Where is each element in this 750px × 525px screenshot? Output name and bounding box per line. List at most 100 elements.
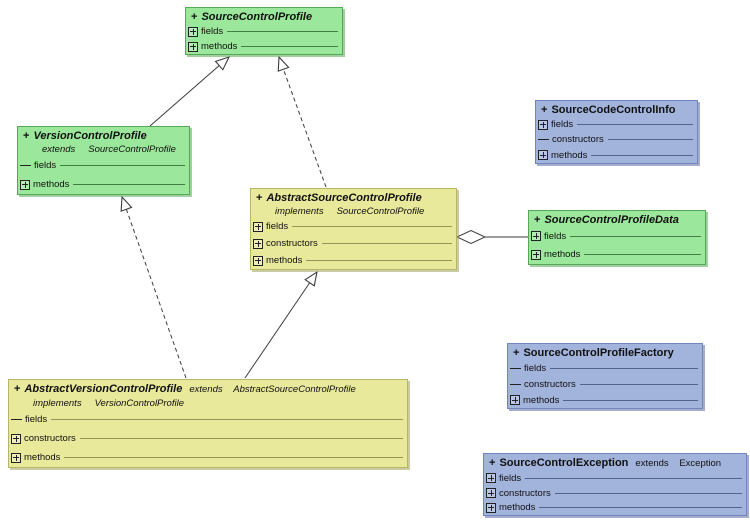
member-row-methods[interactable]: methods [9,448,407,467]
class-box-sourcecontrolprofiledata[interactable]: + SourceControlProfileData fields method… [528,210,706,265]
member-rule [591,154,693,156]
class-name: AbstractSourceControlProfile [266,192,422,204]
member-rule [227,31,338,32]
member-rule [64,457,403,458]
empty-section-icon [538,139,549,141]
member-label: methods [24,452,61,463]
visibility-marker: + [513,347,520,359]
class-box-abstractsourcecontrolprofile[interactable]: + AbstractSourceControlProfile implement… [250,188,457,270]
extends-clause: extends Exception [635,457,721,471]
expand-icon[interactable] [538,119,548,130]
class-title: + SourceControlProfileFactory [508,344,702,360]
implements-type: SourceControlProfile [336,206,425,217]
member-rule [79,438,403,439]
member-row-methods[interactable]: methods [186,39,342,54]
member-rule [577,124,693,126]
expand-icon[interactable] [11,433,21,444]
implements-type: VersionControlProfile [94,398,184,409]
member-row-methods[interactable]: methods [536,148,697,163]
expand-icon[interactable] [253,238,263,249]
visibility-marker: + [534,214,541,226]
expand-icon[interactable] [11,452,21,463]
class-title: + SourceControlProfileData [529,211,705,227]
extends-keyword: extends [189,384,223,395]
member-label: fields [201,26,224,37]
class-name: SourceControlProfileData [544,214,679,226]
member-label: fields [524,362,547,374]
class-title: + SourceCodeControlInfo [536,101,697,117]
expand-icon[interactable] [510,395,520,405]
implements-clause: implements VersionControlProfile [9,397,407,410]
member-row-fields[interactable]: fields [536,117,697,132]
class-name: SourceControlProfile [201,11,313,23]
member-label: fields [544,230,567,242]
member-row-methods[interactable]: methods [251,252,456,269]
member-row-fields[interactable]: fields [186,24,342,39]
expand-icon[interactable] [253,221,263,232]
member-rule [51,419,403,420]
member-row-constructors[interactable]: constructors [484,486,746,501]
implements-keyword: implements [275,206,324,217]
empty-section-icon [11,419,22,420]
class-box-sourcecontrolprofile[interactable]: + SourceControlProfile fields methods [185,7,343,55]
member-label: methods [33,179,70,190]
visibility-marker: + [541,104,548,116]
class-title: + SourceControlProfile [186,8,342,24]
member-label: methods [523,394,560,406]
member-row-constructors[interactable]: constructors [9,429,407,448]
member-row-constructors[interactable]: constructors [508,376,702,392]
class-name: VersionControlProfile [33,130,147,142]
member-row-fields[interactable]: fields [9,410,407,429]
extends-keyword: extends [42,144,76,155]
member-row-fields[interactable]: fields [18,156,189,175]
member-label: constructors [24,433,76,444]
member-label: methods [499,502,536,514]
member-row-methods[interactable]: methods [484,500,746,515]
class-title: + SourceControlException extends Excepti… [484,454,746,471]
class-box-sourcecodecontrolinfo[interactable]: + SourceCodeControlInfo fields construct… [535,100,698,164]
class-box-sourcecontrolexception[interactable]: + SourceControlException extends Excepti… [483,453,747,516]
extends-clause: extends AbstractSourceControlProfile [189,383,355,397]
expand-icon[interactable] [531,231,541,242]
empty-section-icon [510,383,521,385]
member-row-methods[interactable]: methods [529,246,705,265]
member-row-methods[interactable]: methods [508,392,702,408]
class-box-versioncontrolprofile[interactable]: + VersionControlProfile extends SourceCo… [17,126,190,195]
expand-icon[interactable] [188,41,198,52]
class-title: + AbstractSourceControlProfile [251,189,456,205]
expand-icon[interactable] [486,488,496,498]
member-label: constructors [552,134,604,146]
member-label: fields [551,119,574,131]
member-rule [60,165,185,166]
member-label: constructors [524,378,576,390]
member-label: fields [266,221,289,232]
expand-icon[interactable] [538,150,548,161]
visibility-marker: + [256,192,263,204]
extends-type: SourceControlProfile [88,144,176,155]
implements-clause: implements SourceControlProfile [251,205,456,218]
implements-arrow-abstractsourcecontrolprofile [277,55,327,188]
member-row-methods[interactable]: methods [18,175,189,194]
expand-icon[interactable] [253,255,263,266]
member-row-constructors[interactable]: constructors [536,132,697,147]
member-label: fields [34,160,57,171]
member-rule [539,507,742,509]
class-title: + VersionControlProfile [18,127,189,143]
class-box-sourcecontrolprofilefactory[interactable]: + SourceControlProfileFactory fields con… [507,343,703,409]
extends-arrow-versioncontrolprofile [149,56,231,127]
member-row-fields[interactable]: fields [251,218,456,235]
visibility-marker: + [489,457,496,469]
expand-icon[interactable] [188,26,198,37]
member-row-fields[interactable]: fields [508,360,702,376]
expand-icon[interactable] [531,249,541,260]
member-row-constructors[interactable]: constructors [251,235,456,252]
expand-icon[interactable] [486,502,496,513]
member-label: methods [551,149,588,161]
expand-icon[interactable] [20,179,30,190]
member-row-fields[interactable]: fields [529,227,705,246]
member-label: methods [544,249,581,261]
class-box-abstractversioncontrolprofile[interactable]: + AbstractVersionControlProfile extends … [8,379,408,468]
member-row-fields[interactable]: fields [484,471,746,486]
expand-icon[interactable] [486,473,496,484]
implements-arrow-abstractversioncontrolprofile [120,195,187,379]
